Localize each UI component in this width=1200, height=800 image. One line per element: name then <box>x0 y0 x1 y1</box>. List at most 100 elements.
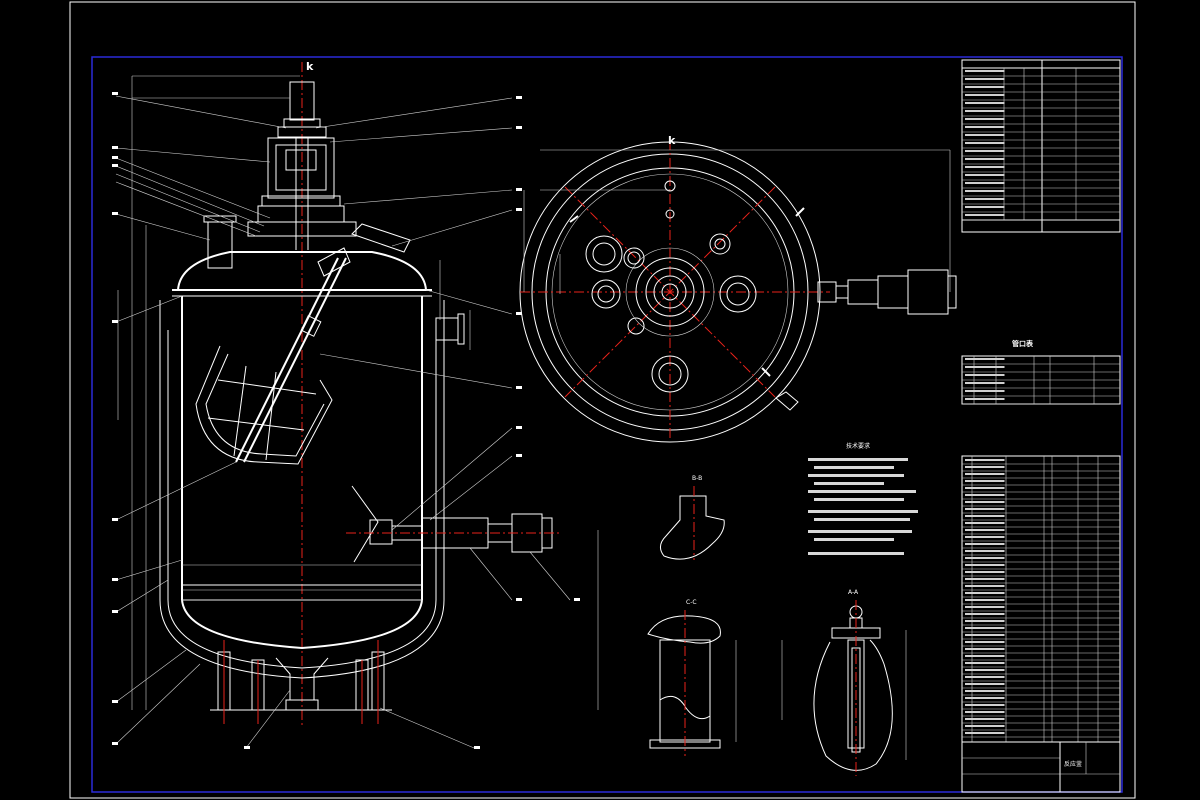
table-cell-mark <box>965 697 1005 699</box>
table-cell-mark <box>965 557 1005 559</box>
table-cell-mark <box>965 578 1005 580</box>
table-cell-mark <box>965 515 1005 517</box>
nozzle-table-rows <box>962 358 1120 405</box>
table-cell-mark <box>965 564 1005 566</box>
parts-list-table <box>961 455 1121 743</box>
table-cell-mark <box>965 592 1005 594</box>
central-flange <box>635 257 705 327</box>
table-cell-mark <box>965 174 1005 176</box>
table-cell-mark <box>965 501 1005 503</box>
table-cell-mark <box>965 627 1005 629</box>
table-cell-mark <box>965 669 1005 671</box>
table-cell-mark <box>965 466 1005 468</box>
table-cell-mark <box>965 198 1005 200</box>
table-cell-mark <box>965 620 1005 622</box>
reducer-frame <box>267 137 335 199</box>
table-cell-mark <box>965 94 1005 96</box>
parts-list-rows <box>962 459 1120 738</box>
motor-body <box>289 81 315 121</box>
table-cell-mark <box>965 655 1005 657</box>
manhole <box>351 223 411 253</box>
view-label-bb: B-B <box>692 475 702 482</box>
table-cell-mark <box>965 102 1005 104</box>
table-cell-mark <box>965 529 1005 531</box>
table-cell-mark <box>965 398 1005 400</box>
lower-head <box>181 599 423 650</box>
jacket <box>167 330 437 669</box>
table-cell-mark <box>965 648 1005 650</box>
section-mark-top: k <box>668 134 676 147</box>
table-cell-mark <box>965 110 1005 112</box>
table-cell-mark <box>965 543 1005 545</box>
table-cell-mark <box>965 214 1005 216</box>
table-cell-mark <box>965 358 1005 360</box>
table-cell-mark <box>965 718 1005 720</box>
table-cell-mark <box>965 676 1005 678</box>
table-cell-mark <box>965 585 1005 587</box>
table-cell-mark <box>965 86 1005 88</box>
table-cell-mark <box>965 599 1005 601</box>
detail-view-aa: A-A <box>781 589 907 776</box>
table-cell-mark <box>965 571 1005 573</box>
table-cell-mark <box>965 126 1005 128</box>
view-label-aa: A-A <box>848 589 859 596</box>
table-cell-mark <box>965 206 1005 208</box>
agitator-shaft <box>235 257 339 463</box>
table-cell-mark <box>965 70 1005 72</box>
table-cell-mark <box>965 550 1005 552</box>
table-cell-mark <box>965 641 1005 643</box>
plan-side-motor <box>907 269 949 315</box>
table-cell-mark <box>965 118 1005 120</box>
table-cell-mark <box>965 480 1005 482</box>
view-label-cc: C-C <box>686 599 697 606</box>
table-cell-mark <box>965 725 1005 727</box>
design-data-table <box>961 59 1121 233</box>
detail-view-bb: B-B <box>660 475 725 560</box>
nozzle-table-title: 管口表 <box>1012 339 1034 348</box>
drawing-title: 反应釜 <box>1064 760 1082 768</box>
table-cell-mark <box>965 473 1005 475</box>
table-cell-mark <box>965 494 1005 496</box>
table-cell-mark <box>965 662 1005 664</box>
table-cell-mark <box>965 78 1005 80</box>
side-agitator <box>351 485 379 563</box>
table-cell-mark <box>965 711 1005 713</box>
table-cell-mark <box>965 366 1005 368</box>
table-cell-mark <box>965 606 1005 608</box>
table-cell-mark <box>965 166 1005 168</box>
frame-agitator <box>195 345 333 465</box>
vessel-plan-view: k <box>519 134 957 443</box>
design-data-rows <box>962 70 1120 221</box>
table-cell-mark <box>965 142 1005 144</box>
table-cell-mark <box>965 459 1005 461</box>
table-cell-mark <box>965 390 1005 392</box>
nozzle-table: 管口表 <box>961 339 1121 405</box>
table-cell-mark <box>965 613 1005 615</box>
table-cell-mark <box>965 382 1005 384</box>
table-cell-mark <box>965 522 1005 524</box>
table-cell-mark <box>965 732 1005 734</box>
table-cell-mark <box>965 158 1005 160</box>
table-cell-mark <box>965 190 1005 192</box>
table-cell-mark <box>965 508 1005 510</box>
vessel-elevation-view: k <box>112 60 599 749</box>
technical-requirements: 技术要求 <box>808 442 918 555</box>
feed-nozzle <box>207 221 233 269</box>
detail-view-cc: C-C <box>647 599 737 756</box>
table-cell-mark <box>965 536 1005 538</box>
table-cell-mark <box>965 690 1005 692</box>
table-cell-mark <box>965 683 1005 685</box>
table-cell-mark <box>965 634 1005 636</box>
drawing-frame <box>91 56 1123 793</box>
table-cell-mark <box>965 182 1005 184</box>
table-cell-mark <box>965 704 1005 706</box>
table-cell-mark <box>965 150 1005 152</box>
title-block: 反应釜 <box>961 741 1121 793</box>
tech-req-title: 技术要求 <box>846 442 870 450</box>
upper-head <box>177 251 427 291</box>
section-mark-main: k <box>306 60 314 73</box>
table-cell-mark <box>965 374 1005 376</box>
table-cell-mark <box>965 134 1005 136</box>
sheet-outer-border <box>69 1 1136 799</box>
